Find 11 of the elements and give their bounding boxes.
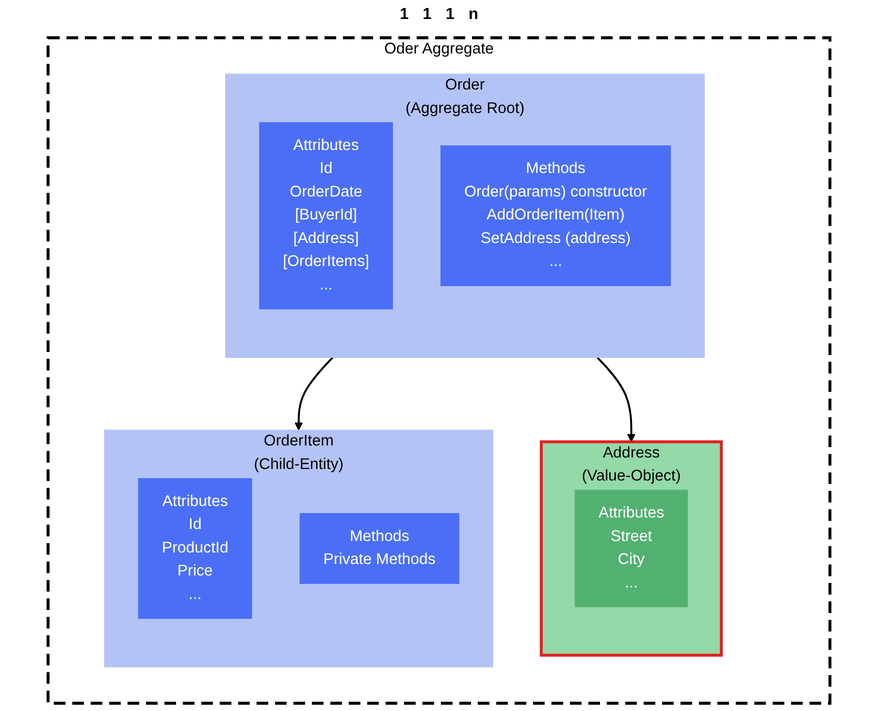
multiplicity-label: 1 (422, 6, 432, 24)
node-box: Attributes Street City ... (574, 490, 688, 608)
node-box: Attributes Id OrderDate [BuyerId] [Address] [OrderItems] ... (259, 122, 393, 310)
arrow (596, 356, 636, 442)
node-box: Attributes Id ProductId Price ... (138, 478, 252, 619)
node-box: Methods Order(params) constructor AddOrderItem(Item) SetAddress (address) ... (440, 145, 671, 286)
arrow (294, 356, 334, 431)
multiplicity-label: 1 (446, 6, 454, 24)
multiplicity-label: 1 (400, 6, 409, 24)
node-box: Methods Private Methods (300, 513, 460, 584)
multiplicity-label: n (468, 6, 478, 24)
